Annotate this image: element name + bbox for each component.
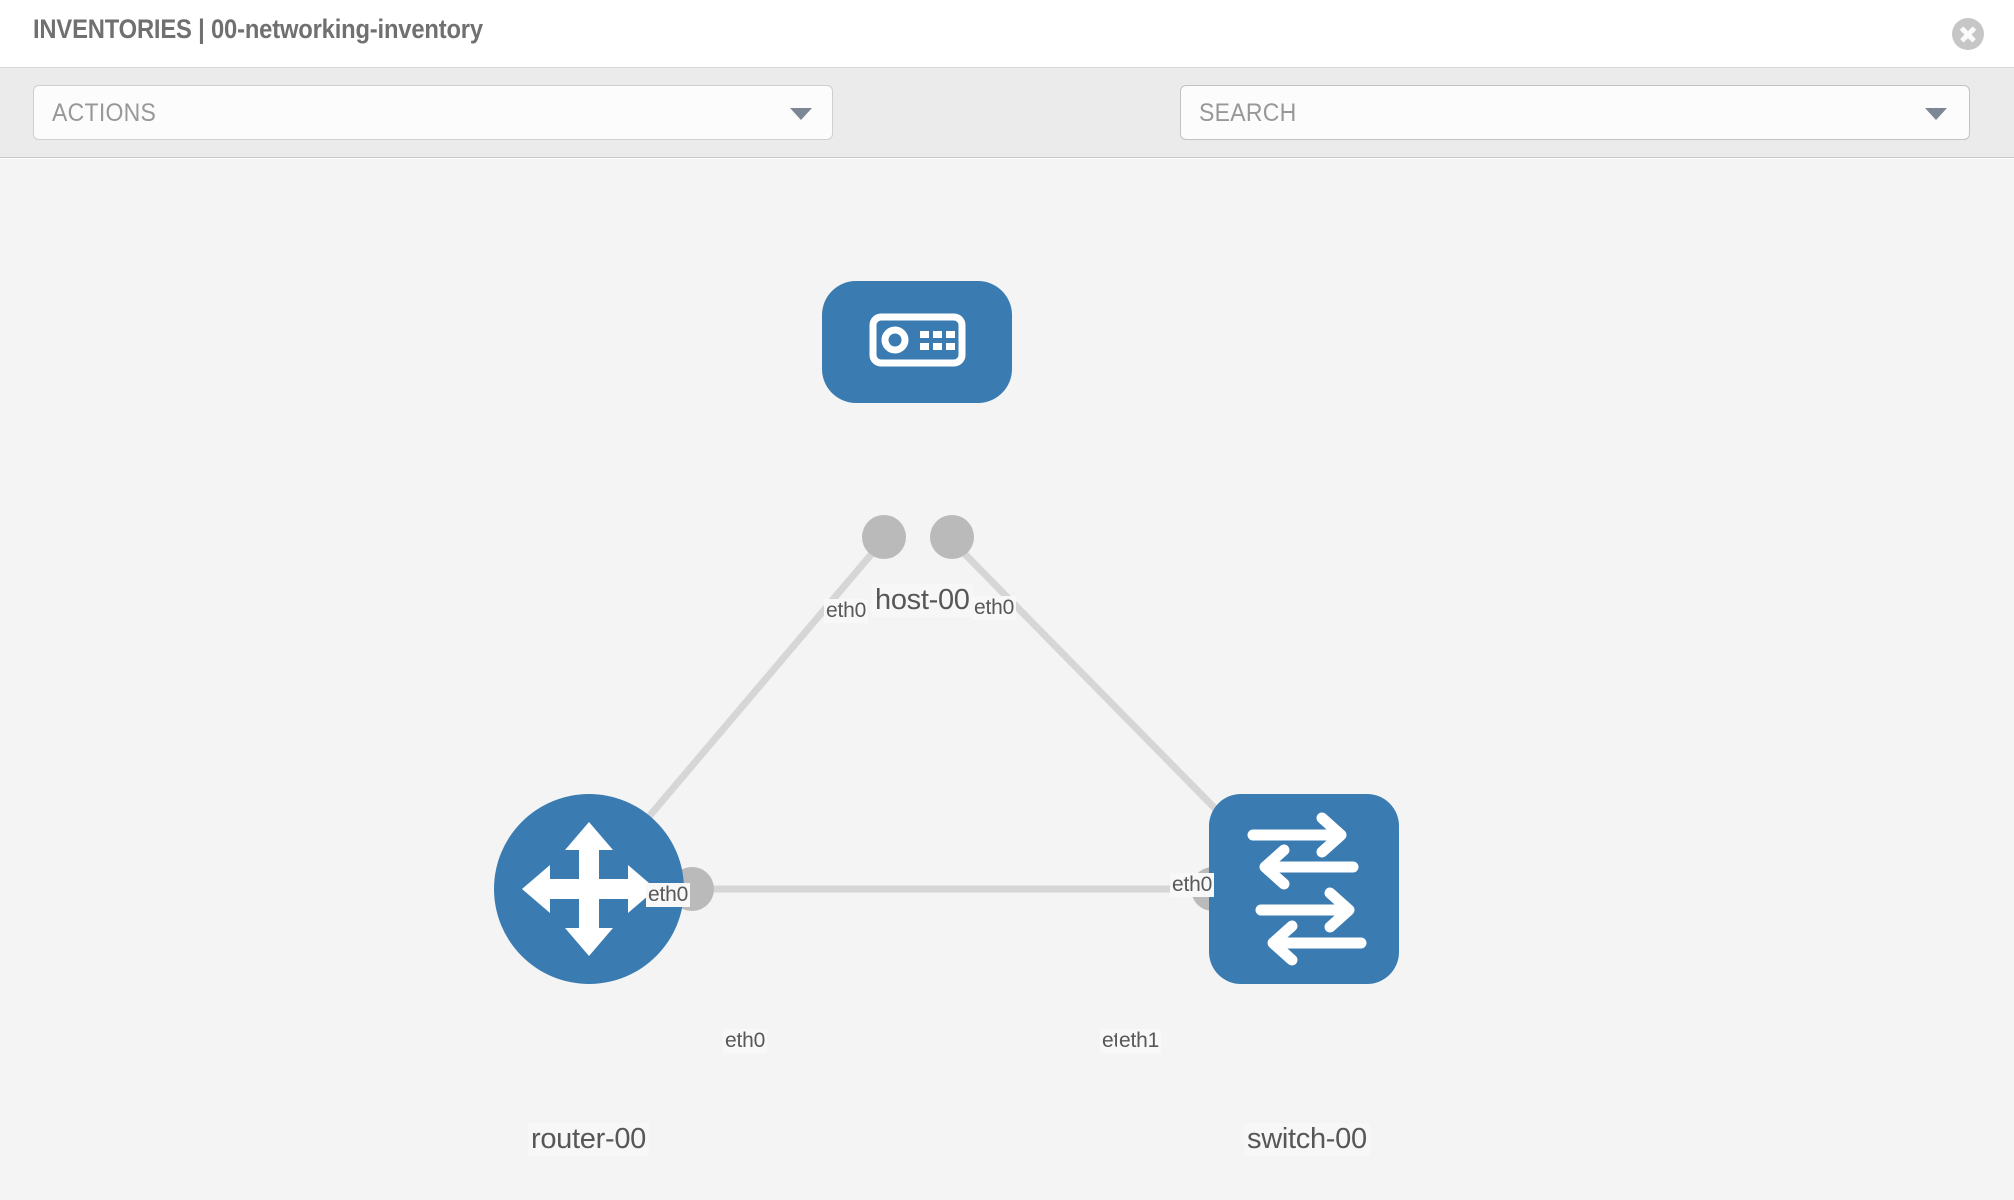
router-arrows-icon: [522, 822, 656, 956]
node-label-router-00: router-00: [528, 1123, 649, 1156]
node-router-00[interactable]: [494, 794, 684, 984]
chevron-down-icon[interactable]: [1925, 108, 1947, 120]
page-header: INVENTORIES | 00-networking-inventory: [0, 0, 2014, 68]
iface-label-switch00-eth1: eth1: [1117, 1029, 1162, 1053]
topology-canvas[interactable]: eth0 eth0 eth0 eth0 eth0 eth0 eth1 host-…: [0, 159, 2014, 1200]
iface-label-host00-eth0-left: eth0: [824, 599, 869, 623]
iface-label-router00-eth0-uplink: eth0: [646, 883, 691, 907]
iface-label-switch00-eth0-uplink: eth0: [1170, 873, 1215, 897]
toolbar: ACTIONS SEARCH: [0, 68, 2014, 193]
host-00-shape[interactable]: [822, 281, 1012, 403]
iface-label-router00-eth0: eth0: [723, 1029, 768, 1053]
link-host00-router00[interactable]: [627, 541, 883, 842]
topology-links: [627, 541, 1248, 893]
actions-dropdown[interactable]: ACTIONS: [33, 85, 833, 140]
server-icon: [869, 313, 966, 367]
port-host00-eth0-left[interactable]: [862, 515, 906, 559]
node-label-switch-00: switch-00: [1244, 1123, 1370, 1156]
link-host00-switch00[interactable]: [952, 541, 1248, 842]
switch-00-shape[interactable]: [1209, 794, 1399, 984]
search-field[interactable]: SEARCH: [1180, 85, 1970, 140]
search-placeholder: SEARCH: [1199, 99, 1297, 127]
iface-label-host00-eth0-right: eth0: [972, 596, 1017, 620]
actions-dropdown-label: ACTIONS: [52, 99, 157, 127]
node-label-host-00: host-00: [872, 584, 973, 617]
page-title: INVENTORIES | 00-networking-inventory: [33, 14, 483, 44]
topology-graph: [494, 281, 1399, 984]
topology-ports: [670, 515, 1254, 911]
node-host-00[interactable]: [822, 281, 1012, 403]
node-switch-00[interactable]: [1209, 794, 1399, 984]
port-host00-eth0-right[interactable]: [930, 515, 974, 559]
chevron-down-icon: [790, 108, 812, 120]
switch-arrows-icon: [1247, 812, 1367, 966]
close-icon[interactable]: [1952, 18, 1984, 50]
